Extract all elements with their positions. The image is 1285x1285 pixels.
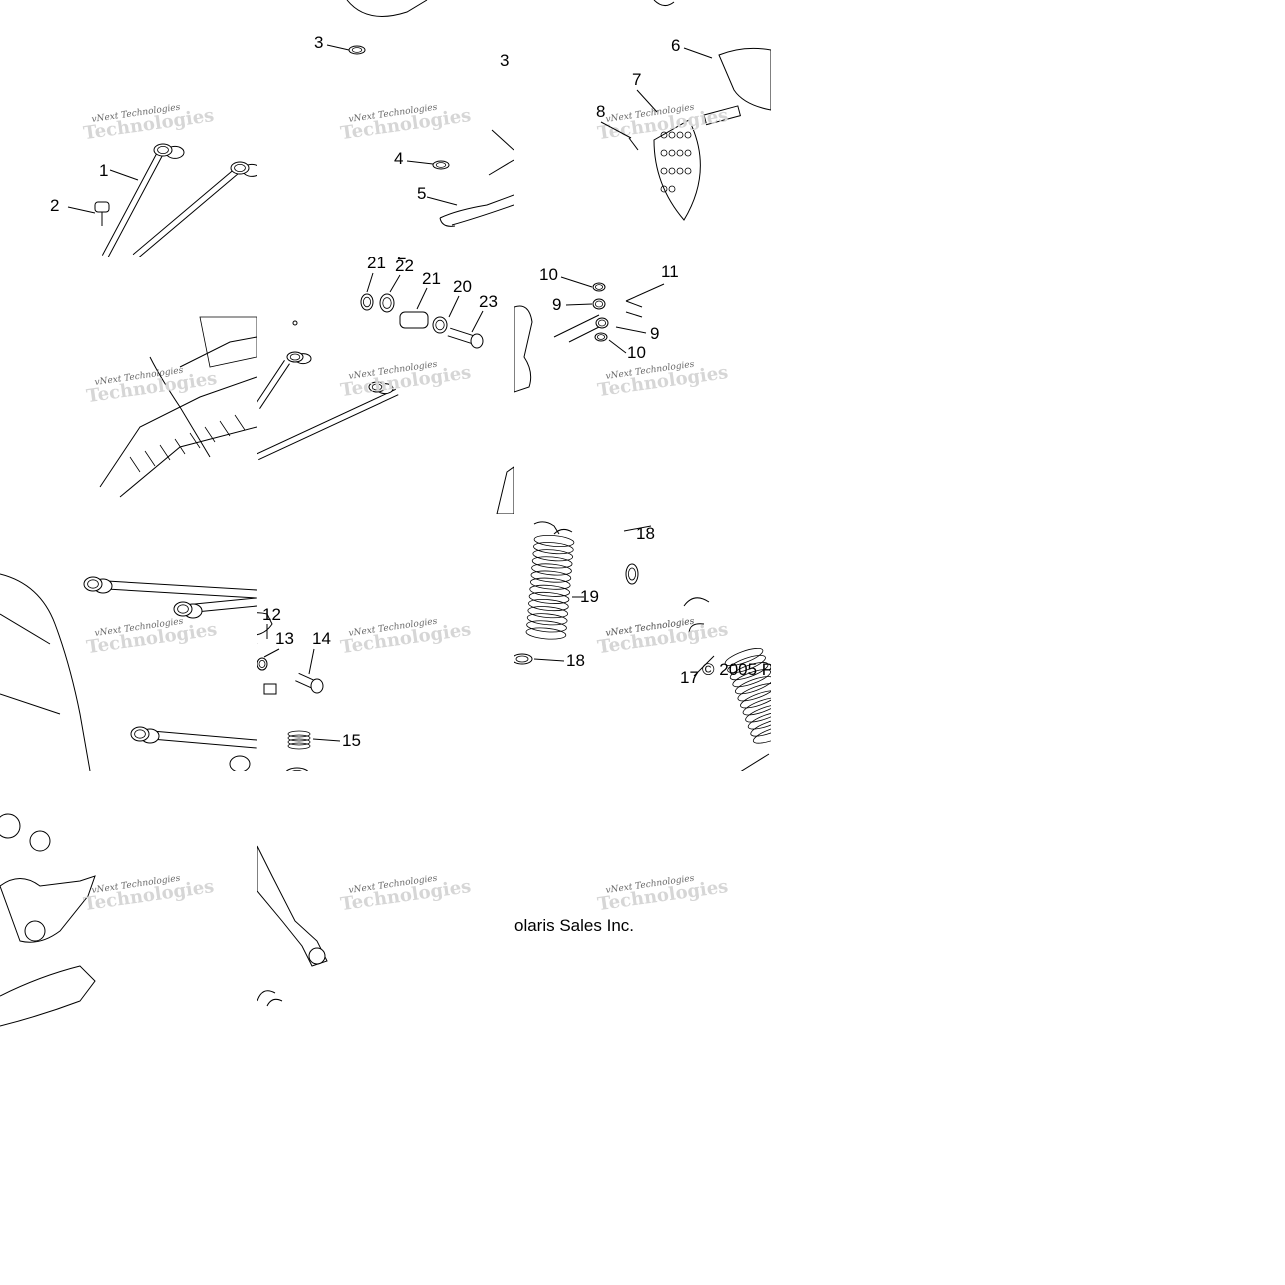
svg-text:10: 10: [627, 343, 646, 362]
tile-upper-right: [771, 0, 1028, 257]
callout-label: 17: [740, 753, 770, 771]
callout-label: 19: [572, 587, 599, 606]
callout-label: 6: [671, 36, 713, 59]
callout-label: 18: [533, 651, 585, 670]
callout-label: 2: [50, 196, 96, 215]
callout-label: 9: [615, 324, 659, 343]
callout-label: 5: [417, 184, 458, 206]
callout-label: 18: [623, 524, 655, 543]
callout-label: 21: [416, 269, 441, 310]
callout-label: 7: [632, 70, 658, 113]
svg-text:21: 21: [422, 269, 441, 288]
callout-label: 10: [539, 265, 593, 288]
frame-drawing: [99, 316, 257, 498]
callout-label: 8: [596, 102, 632, 139]
callout-label: 2: [397, 257, 406, 263]
svg-text:3: 3: [314, 33, 323, 52]
svg-text:12: 12: [262, 605, 281, 624]
svg-text:11: 11: [661, 262, 679, 281]
svg-text:13: 13: [275, 629, 294, 648]
svg-text:15: 15: [342, 731, 361, 750]
callout-label: 1: [99, 161, 139, 181]
callout-label: 17: [680, 655, 715, 687]
svg-text:2: 2: [50, 196, 59, 215]
tile-shock-upper: [771, 257, 1028, 514]
callout-label: 20: [448, 277, 472, 318]
callout-label: 15: [312, 731, 361, 750]
svg-text:2: 2: [397, 257, 406, 263]
svg-text:14: 14: [312, 629, 331, 648]
svg-text:7: 7: [632, 70, 641, 89]
brake-rotor: [653, 119, 701, 221]
callout-label: 4: [394, 149, 434, 168]
svg-text:22: 22: [395, 257, 414, 275]
svg-text:21: 21: [367, 257, 386, 272]
copyright-text-2: olaris Sales Inc.: [514, 916, 634, 935]
svg-text:5: 5: [417, 184, 426, 203]
svg-text:23: 23: [479, 292, 498, 311]
callout-label: 3: [500, 51, 509, 70]
callout-label: 23: [471, 292, 498, 333]
svg-text:6: 6: [671, 36, 680, 55]
svg-text:19: 19: [580, 587, 599, 606]
svg-text:18: 18: [636, 524, 655, 543]
callout-label: 9: [552, 295, 593, 314]
svg-text:8: 8: [596, 102, 605, 121]
callout-label: 21: [366, 257, 386, 293]
svg-text:20: 20: [453, 277, 472, 296]
svg-text:10: 10: [539, 265, 558, 284]
callout-label: 22: [389, 257, 414, 293]
callout-label: 12: [262, 605, 281, 639]
svg-text:4: 4: [394, 149, 403, 168]
callout-label: 13: [263, 629, 294, 658]
svg-text:1: 1: [99, 161, 108, 180]
callout-label: 3: [314, 33, 350, 52]
callout-label: 10: [608, 339, 646, 362]
svg-text:9: 9: [552, 295, 561, 314]
callout-label: 14: [308, 629, 331, 675]
svg-text:9: 9: [650, 324, 659, 343]
callout-label: 11: [625, 262, 679, 302]
svg-text:3: 3: [500, 51, 509, 70]
svg-text:17: 17: [680, 668, 699, 687]
svg-text:18: 18: [566, 651, 585, 670]
